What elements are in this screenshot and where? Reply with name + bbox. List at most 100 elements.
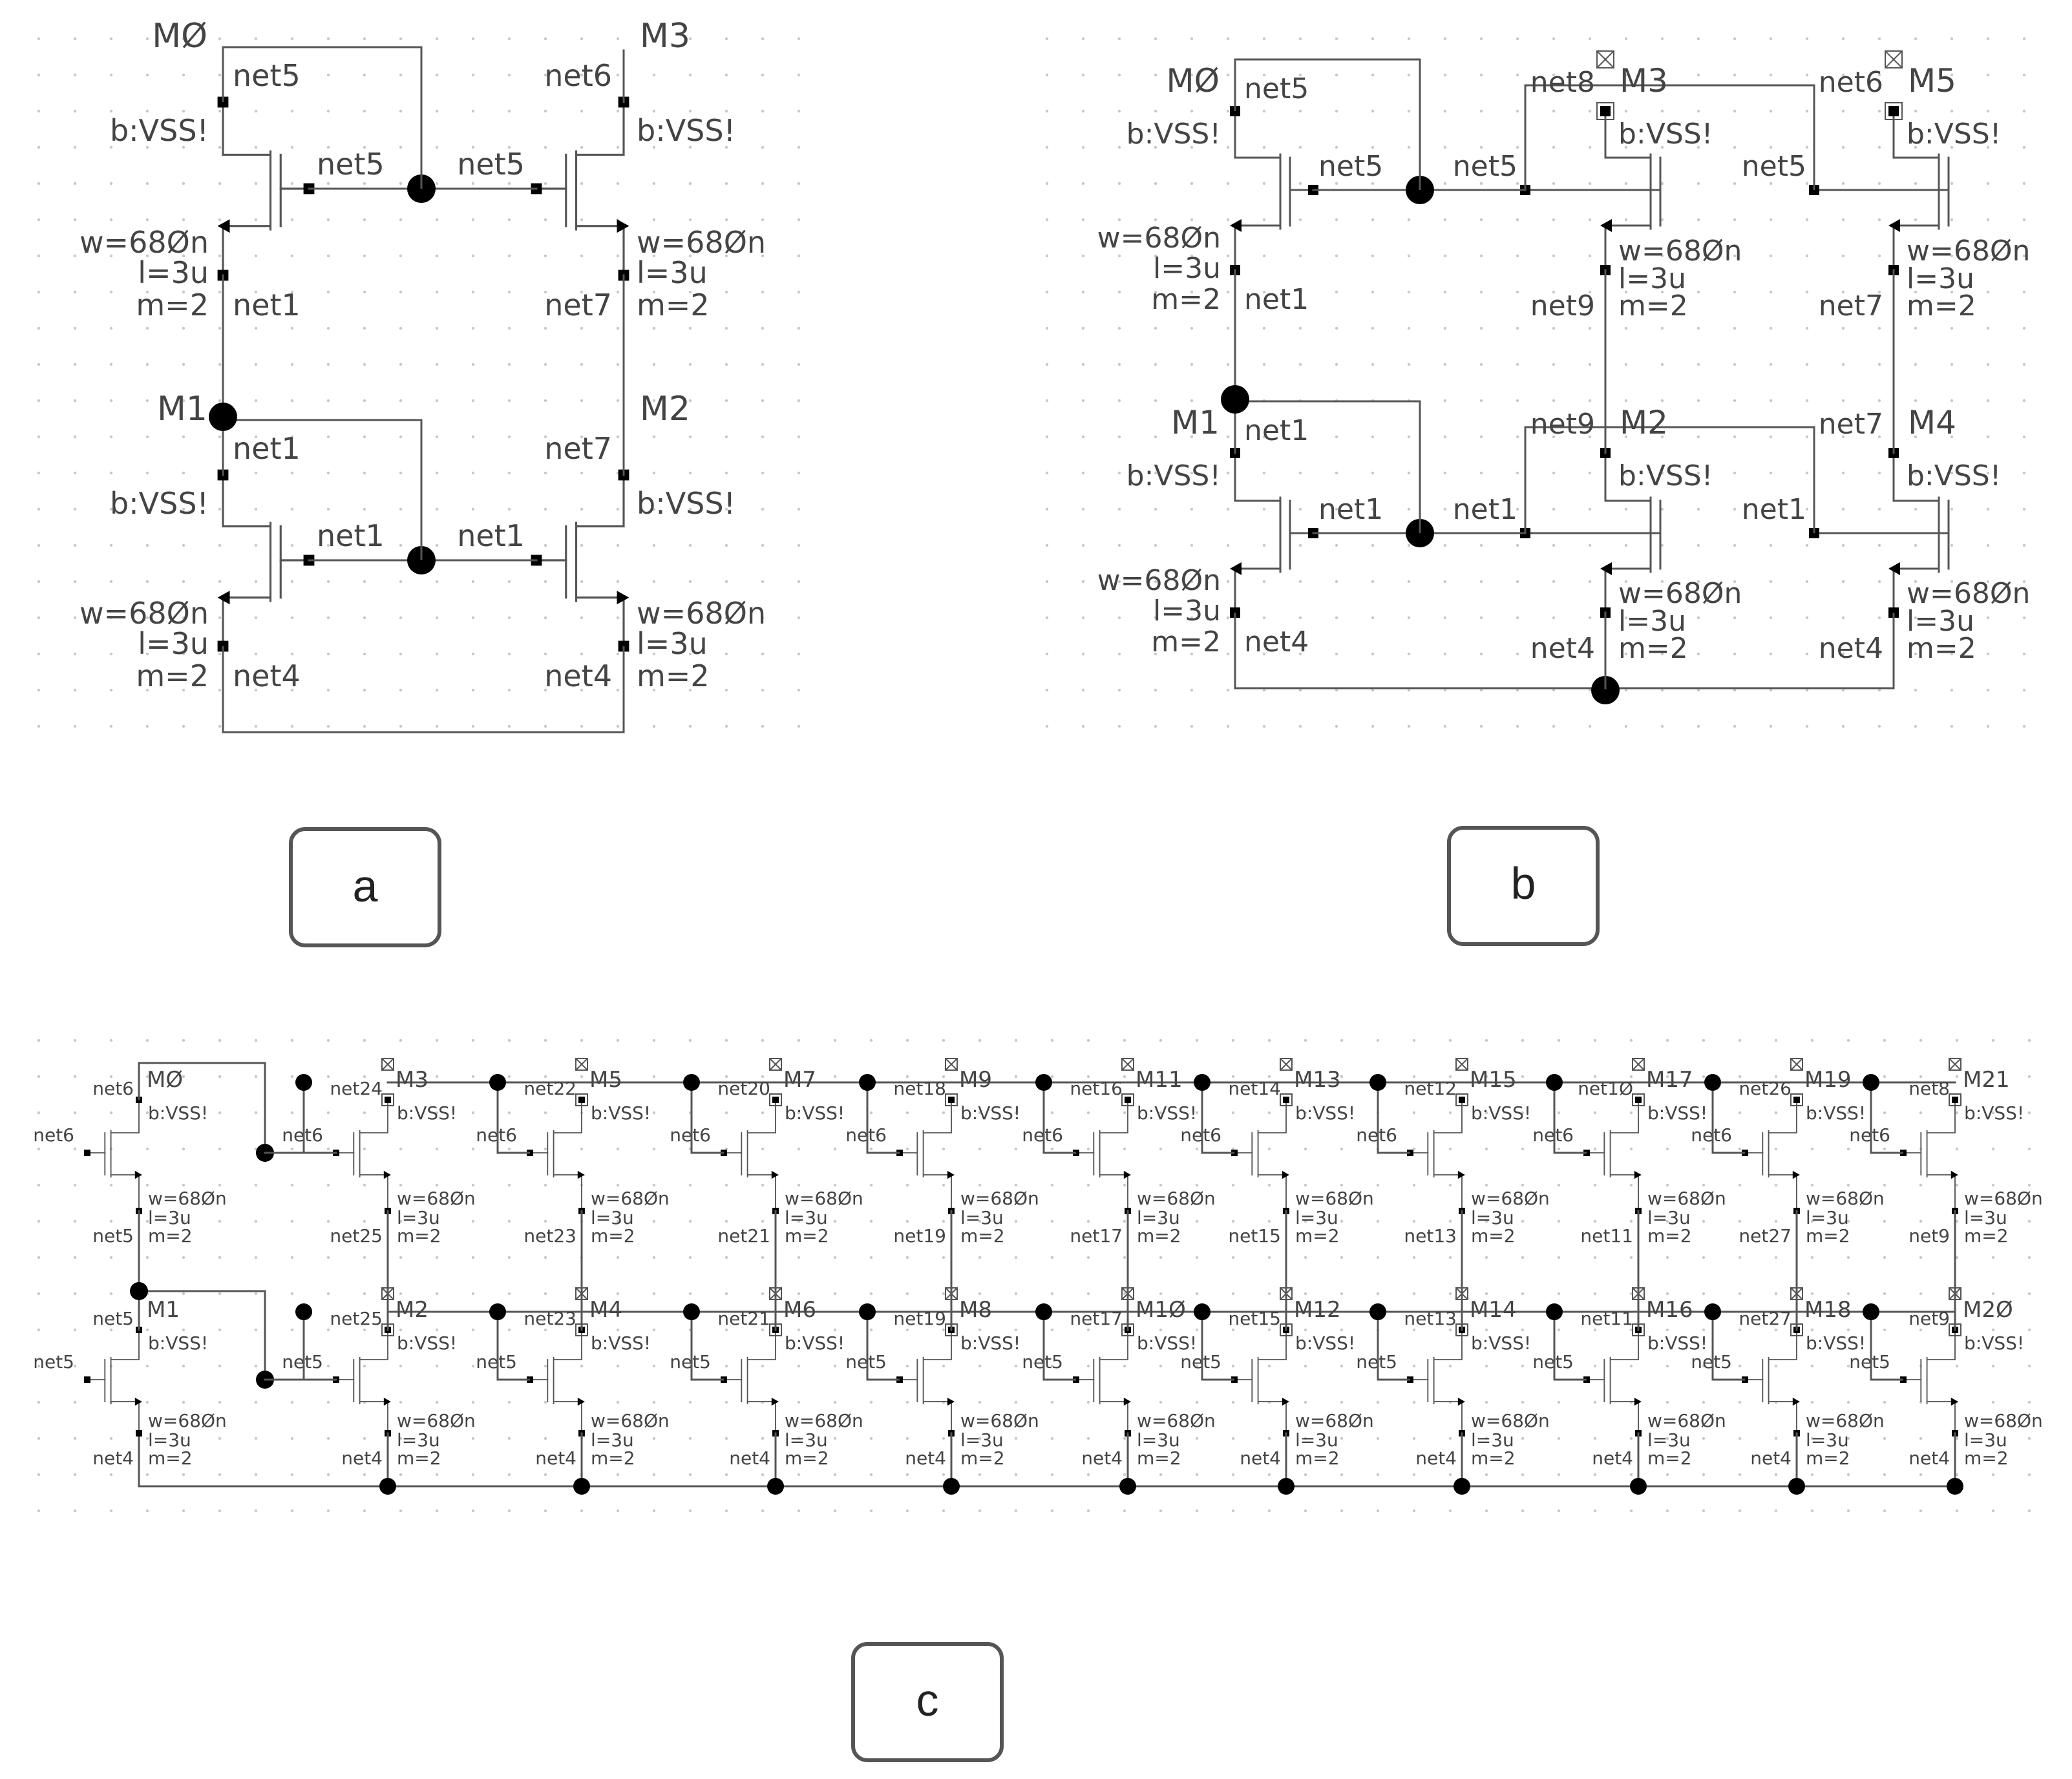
grid-dot [1117, 580, 1121, 584]
grid-dot [1552, 688, 1556, 692]
grid-dot [580, 724, 584, 728]
grid-dot [73, 1328, 77, 1332]
grid-dot [109, 1509, 113, 1513]
pin-square [385, 1097, 391, 1103]
grid-dot [254, 580, 258, 584]
grid-dot [326, 290, 330, 294]
pin-box [1632, 1093, 1645, 1106]
grid-dot [761, 363, 765, 366]
net-label: net4 [1908, 1447, 1950, 1469]
grid-dot [1914, 652, 1918, 656]
grid-dot [73, 724, 77, 728]
grid-dot [2022, 688, 2026, 692]
grid-dot [724, 507, 728, 511]
wire [111, 1330, 140, 1360]
grid-dot [471, 1509, 475, 1513]
grid-dot [905, 1183, 909, 1187]
grid-dot [145, 254, 149, 258]
grid-dot [1086, 1147, 1090, 1151]
source-arrow [134, 1397, 142, 1406]
grid-dot [145, 73, 149, 77]
grid-dot [1516, 543, 1519, 547]
grid-dot [580, 616, 584, 620]
grid-dot [1479, 182, 1483, 185]
grid-dot [1479, 145, 1483, 149]
grid-dot [1154, 724, 1158, 728]
grid-dot [616, 580, 620, 584]
grid-dot [218, 616, 222, 620]
grid-dot [1883, 1183, 1887, 1187]
grid-dot [978, 1219, 982, 1223]
grid-dot [1340, 1038, 1344, 1042]
length-param: l=3u [1806, 1429, 1849, 1451]
grid-dot [544, 254, 547, 258]
grid-dot [1552, 543, 1556, 547]
grid-dot [1991, 1075, 1995, 1079]
grid-dot [109, 543, 113, 547]
grid-dot [905, 1075, 909, 1079]
grid-dot [218, 1256, 222, 1259]
grid-dot [724, 1111, 728, 1115]
grid-dot [1335, 145, 1338, 149]
pin-box [381, 1093, 394, 1106]
grid-dot [1045, 254, 1049, 258]
grid-dot [544, 1400, 547, 1404]
grid-dot [1521, 1147, 1525, 1151]
pin-square [136, 1430, 142, 1437]
grid-dot [1624, 507, 1628, 511]
net-label: net4 [905, 1447, 946, 1469]
grid-dot [1376, 1038, 1380, 1042]
grid-dot [797, 616, 801, 620]
grid-dot [1376, 1400, 1380, 1404]
source-arrow [1600, 219, 1612, 232]
grid-dot [1521, 1111, 1525, 1115]
grid-dot [688, 652, 692, 656]
device-name: M1 [147, 1297, 180, 1323]
pin-box-cross [769, 1058, 782, 1071]
grid-dot [1950, 399, 1954, 403]
grid-dot [1443, 182, 1447, 185]
grid-dot [1231, 1038, 1235, 1042]
width-param: w=68Øn [591, 1188, 670, 1209]
grid-dot [1154, 471, 1158, 475]
grid-dot [1955, 1075, 1959, 1079]
grid-dot [218, 1292, 222, 1296]
source-arrow [577, 1397, 585, 1406]
grid-dot [1593, 1328, 1597, 1332]
grid-dot [290, 37, 294, 41]
grid-dot [1376, 1473, 1380, 1477]
grid-dot [1733, 73, 1737, 77]
wire [1433, 1401, 1463, 1433]
grid-dot [1841, 363, 1845, 366]
wire [1234, 224, 1280, 270]
grid-dot [109, 507, 113, 511]
grid-dot [580, 580, 584, 584]
source-arrow [617, 591, 629, 605]
grid-dot [109, 616, 113, 620]
grid-dot [1774, 1292, 1778, 1296]
grid-dot [182, 363, 185, 366]
wire [138, 1062, 266, 1153]
grid-dot [1841, 435, 1845, 439]
grid-dot [1883, 1328, 1887, 1332]
grid-dot [37, 543, 41, 547]
grid-dot [1629, 1147, 1633, 1151]
grid-dot [73, 1183, 77, 1187]
grid-dot [1479, 507, 1483, 511]
grid-dot [761, 1038, 765, 1042]
grid-dot [1159, 1075, 1163, 1079]
grid-dot [2022, 724, 2026, 728]
grid-dot [399, 73, 403, 77]
net-label: net19 [893, 1225, 946, 1247]
grid-dot [218, 1473, 222, 1477]
grid-dot [1593, 1437, 1597, 1440]
grid-dot [1919, 1437, 1923, 1440]
grid-dot [109, 1219, 113, 1223]
grid-dot [37, 1111, 41, 1115]
grid-dot [724, 182, 728, 185]
grid-dot [1516, 724, 1519, 728]
grid-dot [1665, 1328, 1669, 1332]
grid-dot [399, 37, 403, 41]
grid-dot [1485, 1437, 1488, 1440]
body-param: b:VSS! [110, 113, 209, 148]
